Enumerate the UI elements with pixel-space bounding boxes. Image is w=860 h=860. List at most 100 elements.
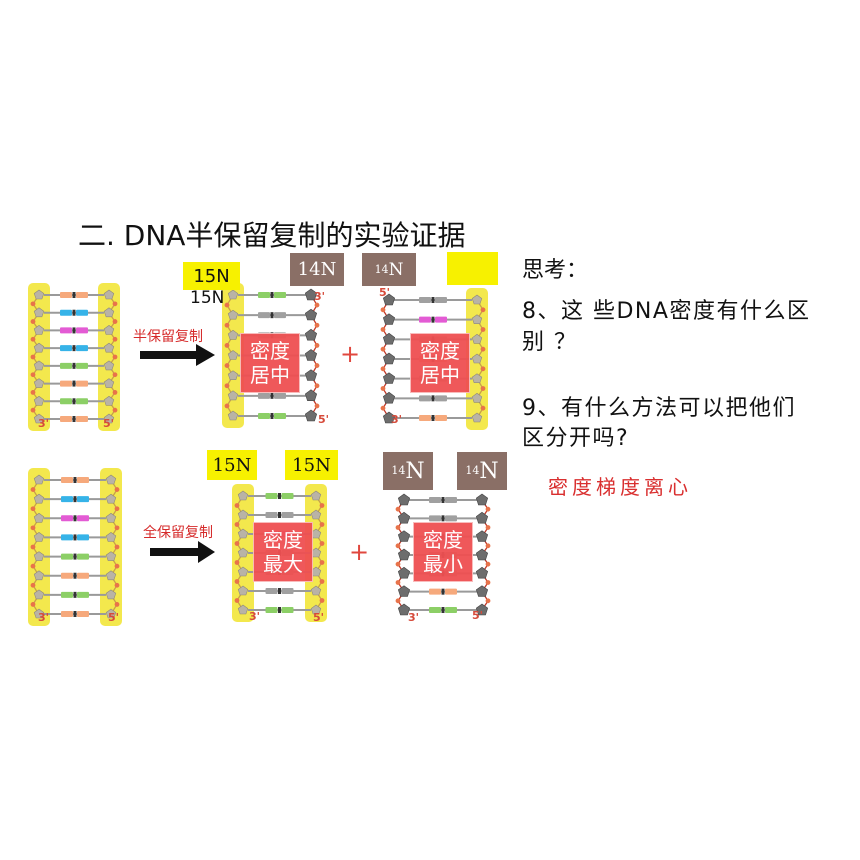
phosphate-dot <box>30 372 36 378</box>
question-8-line-2: 别 ？ <box>522 330 578 355</box>
phosphate-dot <box>319 579 325 584</box>
base-block <box>419 415 431 421</box>
phosphate-dot <box>30 354 36 360</box>
phosphate-dot <box>485 561 491 567</box>
sugar-pentagon <box>304 349 318 361</box>
phosphate-dot <box>395 561 401 567</box>
sugar-pentagon <box>33 360 45 371</box>
base-block <box>274 413 286 419</box>
base-block <box>258 413 270 419</box>
phosphate-dot <box>30 544 36 550</box>
sugar-pentagon <box>237 528 249 539</box>
sugar-pentagon <box>103 378 115 388</box>
density-text: 最小 <box>423 552 463 576</box>
base-block <box>77 496 89 503</box>
prime-label: 3' <box>391 413 403 426</box>
phosphate-dot <box>380 327 386 332</box>
sugar-pentagon <box>471 294 483 305</box>
sugar-pentagon <box>475 585 489 597</box>
density-text: 居中 <box>250 363 290 387</box>
hydrogen-bond <box>278 588 281 594</box>
base-block <box>281 493 294 499</box>
base-block <box>76 309 88 316</box>
hydrogen-bond <box>72 362 76 369</box>
phosphate-dot <box>30 506 36 512</box>
base-block <box>445 515 457 522</box>
sugar-pentagon <box>310 604 322 615</box>
prime-label: 5' <box>318 413 330 426</box>
base-block <box>61 534 73 541</box>
hydrogen-bond <box>73 477 77 483</box>
base-block <box>435 297 447 303</box>
isotope-symbol: N <box>479 458 499 484</box>
base-block <box>258 292 270 298</box>
conservative-label: 全保留复制 <box>143 525 213 541</box>
phosphate-dot <box>114 602 120 607</box>
hydrogen-bond <box>72 309 76 316</box>
sugar-pentagon <box>103 289 115 300</box>
hydrogen-bond <box>73 553 77 560</box>
phosphate-dot <box>114 582 120 588</box>
sugar-pentagon <box>397 585 411 597</box>
base-block <box>274 312 286 319</box>
prime-label: 5' <box>313 611 325 624</box>
sugar-pentagon <box>103 307 115 318</box>
sugar-pentagon <box>310 509 322 520</box>
sugar-pentagon <box>475 548 489 561</box>
sugar-pentagon <box>304 389 318 401</box>
sugar-pentagon <box>105 589 117 600</box>
phosphate-dot <box>319 503 325 508</box>
sugar-pentagon <box>105 570 117 581</box>
prime-label: 5' <box>103 417 115 430</box>
sugar-pentagon <box>33 551 45 561</box>
hydrogen-bond <box>73 591 77 598</box>
sugar-pentagon <box>304 328 318 341</box>
phosphate-dot <box>480 327 486 332</box>
phosphate-dot <box>380 346 386 352</box>
hydrogen-bond <box>278 607 281 613</box>
hydrogen-bond <box>441 588 445 595</box>
isotope-label-15n: 15N <box>207 450 257 480</box>
phosphate-dot <box>319 522 325 527</box>
sugar-pentagon <box>471 353 483 364</box>
sugar-pentagon <box>227 390 239 401</box>
base-block <box>76 345 88 352</box>
phosphate-dot <box>224 363 230 368</box>
base-block <box>60 416 72 422</box>
sugar-pentagon <box>382 332 396 345</box>
density-text: 密度 <box>423 528 463 552</box>
prime-label: 3' <box>38 611 50 624</box>
isotope-label-15n: 15N <box>183 262 240 290</box>
base-block <box>61 611 73 617</box>
prime-label: 5' <box>379 286 391 299</box>
base-block <box>419 395 431 402</box>
density-box-min: 密度 最小 <box>413 522 473 582</box>
sugar-pentagon <box>103 413 115 424</box>
phosphate-dot <box>234 503 240 508</box>
hydrogen-bond <box>72 380 76 387</box>
phosphate-dot <box>112 390 118 395</box>
base-block <box>445 607 457 613</box>
phosphate-dot <box>30 582 36 588</box>
sugar-pentagon <box>237 604 249 615</box>
phosphate-dot <box>234 560 240 565</box>
sugar-pentagon <box>227 329 239 340</box>
base-block <box>281 588 294 594</box>
dna-ladder-parent-conservative <box>28 468 122 626</box>
isotope-text-15n: 15N <box>190 288 225 308</box>
sugar-pentagon <box>105 512 117 523</box>
phosphate-dot <box>485 525 491 530</box>
phosphate-dot <box>30 336 36 342</box>
question-9-line-2: 区分开吗? <box>522 426 630 451</box>
sugar-pentagon <box>471 412 483 423</box>
phosphate-dot <box>395 543 401 549</box>
sugar-pentagon <box>33 289 45 300</box>
sugar-pentagon <box>227 410 239 421</box>
prime-label: 5' <box>108 611 120 624</box>
base-block <box>77 591 89 598</box>
sugar-pentagon <box>103 342 115 353</box>
sugar-pentagon <box>33 532 45 542</box>
